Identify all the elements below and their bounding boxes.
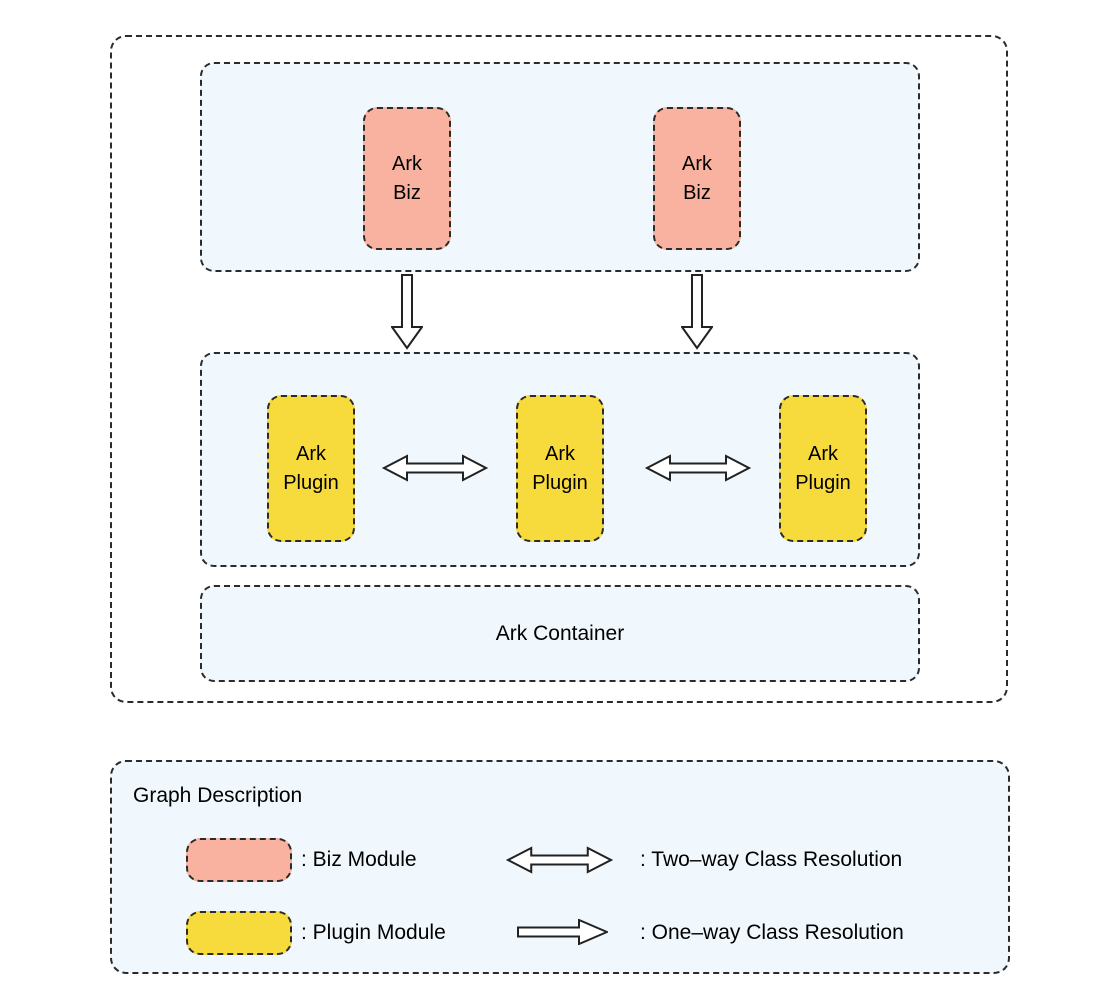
ark-plugin-label: Ark Plugin — [283, 442, 339, 494]
down-arrow-icon — [391, 274, 423, 350]
ark-plugin-label: Ark Plugin — [795, 442, 851, 494]
ark-plugin-box-1: Ark Plugin — [267, 395, 355, 542]
two-way-arrow-icon — [506, 845, 613, 875]
plugin-module-label: : Plugin Module — [301, 921, 446, 944]
biz-layer-panel — [200, 62, 920, 272]
ark-container-label: Ark Container — [495, 621, 625, 645]
one-way-arrow-icon — [517, 919, 608, 945]
ark-biz-label: Ark Biz — [392, 152, 422, 204]
ark-biz-box-2: Ark Biz — [653, 107, 741, 250]
ark-plugin-label: Ark Plugin — [532, 442, 588, 494]
ark-container-box: Ark Container — [200, 585, 920, 682]
ark-biz-label: Ark Biz — [682, 152, 712, 204]
two-way-arrow-icon — [382, 453, 488, 483]
ark-biz-box-1: Ark Biz — [363, 107, 451, 250]
two-way-arrow-icon — [645, 453, 751, 483]
ark-plugin-box-3: Ark Plugin — [779, 395, 867, 542]
two-way-resolution-label: : Two–way Class Resolution — [640, 848, 903, 871]
one-way-resolution-label: : One–way Class Resolution — [640, 921, 904, 944]
plugin-module-swatch — [186, 911, 292, 955]
down-arrow-icon — [681, 274, 713, 350]
legend-title: Graph Description — [133, 784, 303, 807]
ark-plugin-box-2: Ark Plugin — [516, 395, 604, 542]
biz-module-label: : Biz Module — [301, 848, 417, 871]
biz-module-swatch — [186, 838, 292, 882]
